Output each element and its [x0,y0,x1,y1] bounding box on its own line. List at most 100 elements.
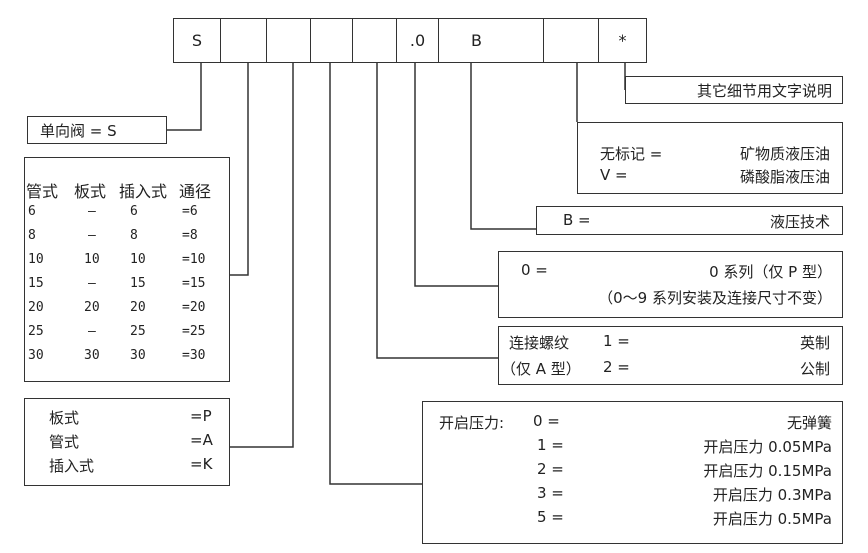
mount-row-insert-label: 插入式 [49,457,95,475]
thread-row-1-value: 英制 [799,334,830,352]
series-b-label: B = [563,211,591,229]
pressure-row-4-code: 5 = [537,508,564,526]
remark-box: 其它细节用文字说明 [625,76,843,104]
code-cell-9: * [598,18,647,63]
pressure-row-3: 3 = 开启压力 0.3MPa [423,484,842,506]
size-cell: =15 [182,276,206,291]
connector-pressure [329,63,422,485]
size-table-header: 管式 板式 插入式 通径 [25,178,229,201]
mount-row-insert: 插入式 =K [25,455,229,477]
thread-row-1-code: 1 = [603,332,630,350]
oil-box: 无标记 = 矿物质液压油 V = 磷酸脂液压油 [577,122,843,194]
header-plate: 板式 [74,182,107,201]
size-table-box: 管式 板式 插入式 通径 6 — 6 =6 8 — 8 =8 10 10 10 … [24,157,230,382]
size-cell: — [88,204,96,219]
code-cell-4 [310,18,353,63]
code-cell-6-text: .0 [409,31,426,50]
size-table-row: 8 — 8 =8 [25,228,229,250]
pressure-row-1-value: 开启压力 0.05MPa [703,438,832,456]
series-0-box: 0 = 0 系列（仅 P 型） （0〜9 系列安装及连接尺寸不变） [498,251,843,318]
pressure-row-4-value: 开启压力 0.5MPa [712,510,832,528]
pressure-row-1: 1 = 开启压力 0.05MPa [423,436,842,458]
remark-text: 其它细节用文字说明 [696,82,832,100]
pressure-title: 开启压力: [439,414,505,432]
pressure-row-2-code: 2 = [537,460,564,478]
code-cell-1-text: S [191,31,203,50]
thread-row-2-code: 2 = [603,358,630,376]
size-cell: 10 [130,252,146,267]
code-cell-8 [543,18,599,63]
size-cell: 25 [130,324,146,339]
oil-row-1-label: 无标记 = [600,145,663,163]
size-table-row: 6 — 6 =6 [25,204,229,226]
mount-box: 板式 =P 管式 =A 插入式 =K [24,398,230,486]
pressure-row-1-code: 1 = [537,436,564,454]
thread-row-1: 连接螺纹 1 = 英制 [499,332,842,354]
mount-row-pipe-label: 管式 [49,433,80,451]
thread-row-2: （仅 A 型） 2 = 公制 [499,358,842,380]
mount-row-plate: 板式 =P [25,407,229,429]
oil-row-1: 无标记 = 矿物质液压油 [578,143,842,165]
connector-b [470,63,536,230]
thread-row-2-title: （仅 A 型） [501,360,581,378]
thread-row-1-title: 连接螺纹 [509,334,570,352]
size-cell: =6 [182,204,198,219]
mount-row-pipe-value: =A [190,431,213,449]
code-cell-1: S [173,18,221,63]
size-cell: 20 [28,300,44,315]
code-cell-3 [266,18,311,63]
header-pipe: 管式 [26,182,59,201]
size-table-row: 10 10 10 =10 [25,252,229,274]
connector-series [414,63,498,287]
size-cell: — [88,228,96,243]
size-cell: =10 [182,252,206,267]
size-cell: =20 [182,300,206,315]
pressure-row-2: 2 = 开启压力 0.15MPa [423,460,842,482]
pressure-row-3-value: 开启压力 0.3MPa [712,486,832,504]
code-cell-7: B [438,18,544,63]
oil-row-2: V = 磷酸脂液压油 [578,166,842,188]
mount-row-plate-value: =P [190,407,212,425]
connector-thread [376,63,498,359]
size-cell: 15 [28,276,44,291]
pressure-row-2-value: 开启压力 0.15MPa [703,462,832,480]
code-cell-9-text: * [618,31,627,50]
connector-size [229,63,249,276]
size-cell: 8 [28,228,36,243]
code-cell-5 [352,18,397,63]
size-cell: — [88,276,96,291]
thread-box: 连接螺纹 1 = 英制 （仅 A 型） 2 = 公制 [498,326,843,385]
series-0-label: 0 = [521,261,548,279]
code-cell-6: .0 [396,18,439,63]
check-valve-text: 单向阀 = S [40,122,117,140]
connector-s [166,63,202,131]
pressure-row-0-value: 无弹簧 [786,414,832,432]
series-b-value: 液压技术 [769,213,830,231]
thread-row-2-value: 公制 [799,360,830,378]
oil-row-1-value: 矿物质液压油 [739,145,830,163]
size-cell: 10 [28,252,44,267]
mount-row-insert-value: =K [190,455,213,473]
size-table-row: 20 20 20 =20 [25,300,229,322]
connector-mount [229,63,294,448]
series-0-value: 0 系列（仅 P 型） [709,263,832,281]
size-cell: — [88,324,96,339]
size-table-row: 30 30 30 =30 [25,348,229,370]
size-cell: =30 [182,348,206,363]
pressure-row-3-code: 3 = [537,484,564,502]
mount-row-plate-label: 板式 [49,409,80,427]
oil-row-2-value: 磷酸脂液压油 [739,168,830,186]
oil-row-2-label: V = [600,166,628,184]
pressure-row-0-code: 0 = [533,412,560,430]
size-cell: 30 [28,348,44,363]
size-table-row: 15 — 15 =15 [25,276,229,298]
mount-row-pipe: 管式 =A [25,431,229,453]
header-size: 通径 [179,182,212,201]
size-cell: 10 [84,252,100,267]
size-cell: 15 [130,276,146,291]
size-cell: 30 [130,348,146,363]
pressure-box: 开启压力: 0 = 无弹簧 1 = 开启压力 0.05MPa 2 = 开启压力 … [422,401,843,544]
code-cell-7-text: B [471,31,482,50]
size-cell: 25 [28,324,44,339]
series-b-box: B = 液压技术 [536,206,843,235]
